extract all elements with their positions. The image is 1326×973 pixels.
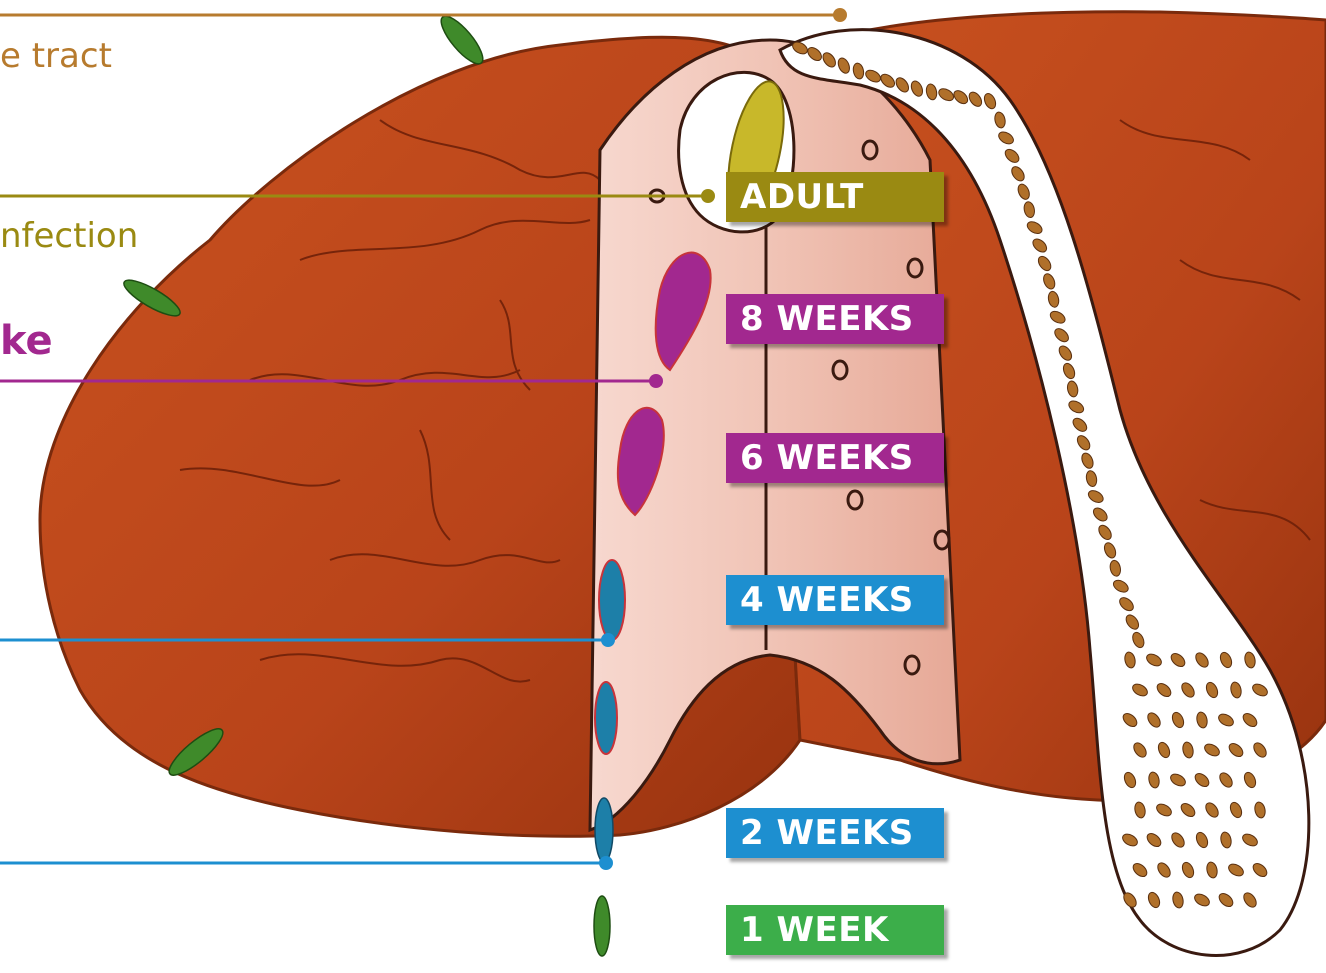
badge-4-weeks: 4 WEEKS xyxy=(726,575,944,625)
fluke-1-week xyxy=(594,896,610,956)
badge-6-weeks: 6 WEEKS xyxy=(726,433,944,483)
fluke-leader-dot xyxy=(649,374,663,388)
badge-8-weeks: 8 WEEKS xyxy=(726,294,944,344)
label-tract: e tract xyxy=(0,36,112,76)
infection-leader-dot xyxy=(701,189,715,203)
badge-2-weeks: 2 WEEKS xyxy=(726,808,944,858)
badge-1-week: 1 WEEK xyxy=(726,905,944,955)
fluke-4-weeks xyxy=(599,560,625,640)
label-fluke: ke xyxy=(0,318,53,364)
juvenile-leader-dot-lower xyxy=(599,856,613,870)
tract-leader-dot xyxy=(833,8,847,22)
fluke-3-weeks xyxy=(595,682,617,754)
fluke-2-weeks xyxy=(595,798,613,862)
label-infection: nfection xyxy=(0,216,138,256)
badge-adult: ADULT xyxy=(726,172,944,222)
juvenile-leader-dot-upper xyxy=(601,633,615,647)
